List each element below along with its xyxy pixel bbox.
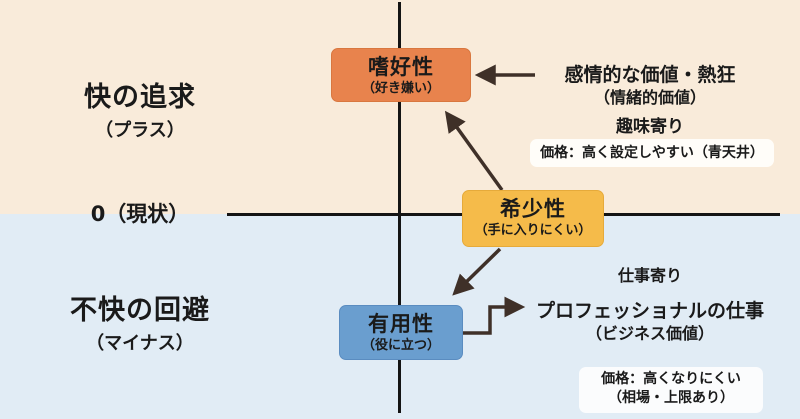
y-label-plus-main: 快の追求	[84, 82, 196, 113]
business-value-sub: （ビジネス価値）	[585, 324, 714, 343]
y-label-plus: 快の追求 （プラス）	[70, 75, 210, 142]
node-utility: 有用性 （役に立つ）	[339, 305, 463, 360]
hobby-lean-label: 趣味寄り	[616, 117, 684, 137]
node-utility-sub: （役に立つ）	[361, 338, 440, 353]
y-label-minus: 不快の回避 （マイナス）	[60, 288, 220, 355]
arrow-rarity-to-utility	[452, 247, 502, 296]
node-hobby-sub: （好き嫌い）	[361, 81, 440, 96]
price-low-line2: （相場・上限あり）	[608, 390, 734, 406]
node-hobby-title: 嗜好性	[368, 55, 434, 79]
emotional-value-label: 感情的な価値・熱狂	[564, 64, 736, 86]
node-hobby: 嗜好性 （好き嫌い）	[331, 48, 471, 102]
y-label-minus-sub: （マイナス）	[86, 333, 194, 354]
professional-work-label: プロフェッショナルの仕事	[535, 300, 764, 322]
y-label-zero: 0（現状）	[90, 202, 190, 226]
node-rarity: 希少性 （手に入りにくい）	[462, 190, 604, 247]
price-low-line1: 価格：高くなりにくい	[601, 371, 741, 387]
price-high-note: 価格：高く設定しやすい（青天井）	[530, 139, 774, 167]
arrow-utility-to-pro	[463, 296, 526, 335]
node-rarity-sub: （手に入りにくい）	[474, 223, 592, 238]
emotional-value-sub: （情緒的価値）	[593, 88, 706, 107]
y-label-plus-sub: （プラス）	[95, 120, 185, 141]
arrow-rarity-to-hobby	[444, 110, 504, 192]
work-lean-label: 仕事寄り	[617, 266, 682, 285]
node-utility-title: 有用性	[368, 312, 434, 336]
vertical-axis	[398, 2, 401, 413]
y-label-minus-main: 不快の回避	[70, 295, 210, 326]
price-low-note: 価格：高くなりにくい （相場・上限あり）	[579, 367, 763, 413]
node-rarity-title: 希少性	[500, 197, 566, 221]
